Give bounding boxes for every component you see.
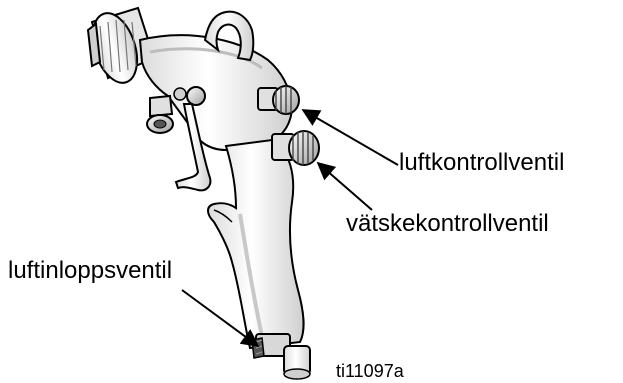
air-control-valve-label: luftkontrollventil [399, 151, 564, 175]
fluid-control-arrow [318, 163, 372, 210]
handle [208, 140, 304, 348]
figure-id: ti11097a [336, 362, 404, 380]
air-control-knob [258, 86, 299, 114]
fluid-inlet [147, 96, 173, 133]
fluid-control-valve-label: vätskekontrollventil [346, 212, 549, 236]
fluid-control-knob [272, 131, 319, 165]
air-inlet-valve-label: luftinloppsventil [8, 259, 172, 283]
